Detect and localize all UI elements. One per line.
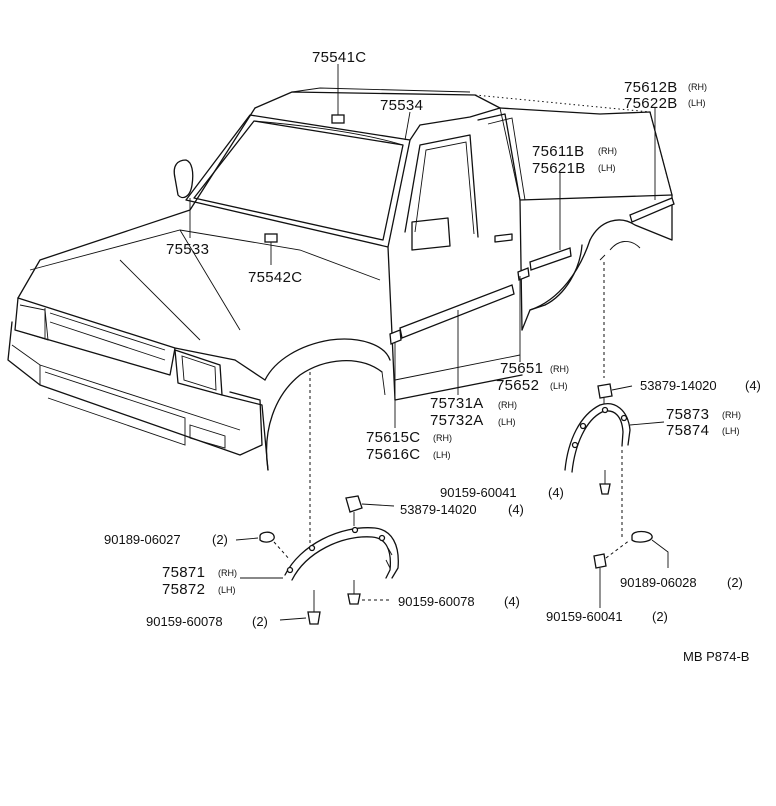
- label-53879-14020-right: 53879-14020: [640, 378, 717, 393]
- label-75872-side: (LH): [218, 585, 236, 595]
- label-90189-06028: 90189-06028: [620, 575, 697, 590]
- mouldings: [264, 114, 675, 345]
- label-90159-60041-two: 90159-60041: [546, 609, 623, 624]
- label-75622b: 75622B: [624, 95, 678, 112]
- label-75873-side: (RH): [722, 410, 741, 420]
- reference-code: MB P874-B: [683, 649, 749, 664]
- front-fender-flare-group: [235, 495, 399, 625]
- label-90159-60041-four-qty: (4): [548, 485, 564, 500]
- label-90159-60041-two-qty: (2): [652, 609, 668, 624]
- label-75616c: 75616C: [366, 446, 420, 463]
- truck-body-illustration: [7, 87, 673, 471]
- label-53879-14020-right-qty: (4): [745, 378, 761, 393]
- label-53879-14020-left-qty: (4): [508, 502, 524, 517]
- label-75732a: 75732A: [430, 412, 484, 429]
- label-75731a: 75731A: [430, 395, 484, 412]
- label-75612b-side: (RH): [688, 82, 707, 92]
- label-75732a-side: (LH): [498, 417, 516, 427]
- label-90159-60078-four: 90159-60078: [398, 594, 475, 609]
- label-75874-side: (LH): [722, 426, 740, 436]
- label-75615c-side: (RH): [433, 433, 452, 443]
- label-75652: 75652: [496, 377, 539, 394]
- label-75621b: 75621B: [532, 160, 586, 177]
- label-75612b: 75612B: [624, 79, 678, 96]
- label-75622b-side: (LH): [688, 98, 706, 108]
- label-90159-60078-four-qty: (4): [504, 594, 520, 609]
- rear-fender-flare-group: [564, 383, 669, 608]
- label-75871-side: (RH): [218, 568, 237, 578]
- label-90159-60041-four: 90159-60041: [440, 485, 517, 500]
- label-90189-06028-qty: (2): [727, 575, 743, 590]
- label-75651-side: (RH): [550, 364, 569, 374]
- label-53879-14020-left: 53879-14020: [400, 502, 477, 517]
- label-75652-side: (LH): [550, 381, 568, 391]
- label-90189-06027: 90189-06027: [104, 532, 181, 547]
- label-75873: 75873: [666, 406, 709, 423]
- label-75871: 75871: [162, 564, 205, 581]
- label-75611b: 75611B: [532, 143, 584, 160]
- label-75874: 75874: [666, 422, 709, 439]
- label-75621b-side: (LH): [598, 163, 616, 173]
- label-90159-60078-two: 90159-60078: [146, 614, 223, 629]
- label-90189-06027-qty: (2): [212, 532, 228, 547]
- leader-lines: [189, 64, 656, 545]
- label-75542c: 75542C: [248, 269, 302, 286]
- label-90159-60078-two-qty: (2): [252, 614, 268, 629]
- label-75616c-side: (LH): [433, 450, 451, 460]
- label-75651: 75651: [500, 360, 543, 377]
- label-75615c: 75615C: [366, 429, 420, 446]
- label-75534: 75534: [380, 97, 423, 114]
- label-75541c: 75541C: [312, 49, 366, 66]
- label-75872: 75872: [162, 581, 205, 598]
- label-75611b-side: (RH): [598, 146, 617, 156]
- label-75731a-side: (RH): [498, 400, 517, 410]
- label-75533: 75533: [166, 241, 209, 258]
- part-labels: 75541C 75534 75612B (RH) 75622B (LH) 756…: [104, 49, 761, 664]
